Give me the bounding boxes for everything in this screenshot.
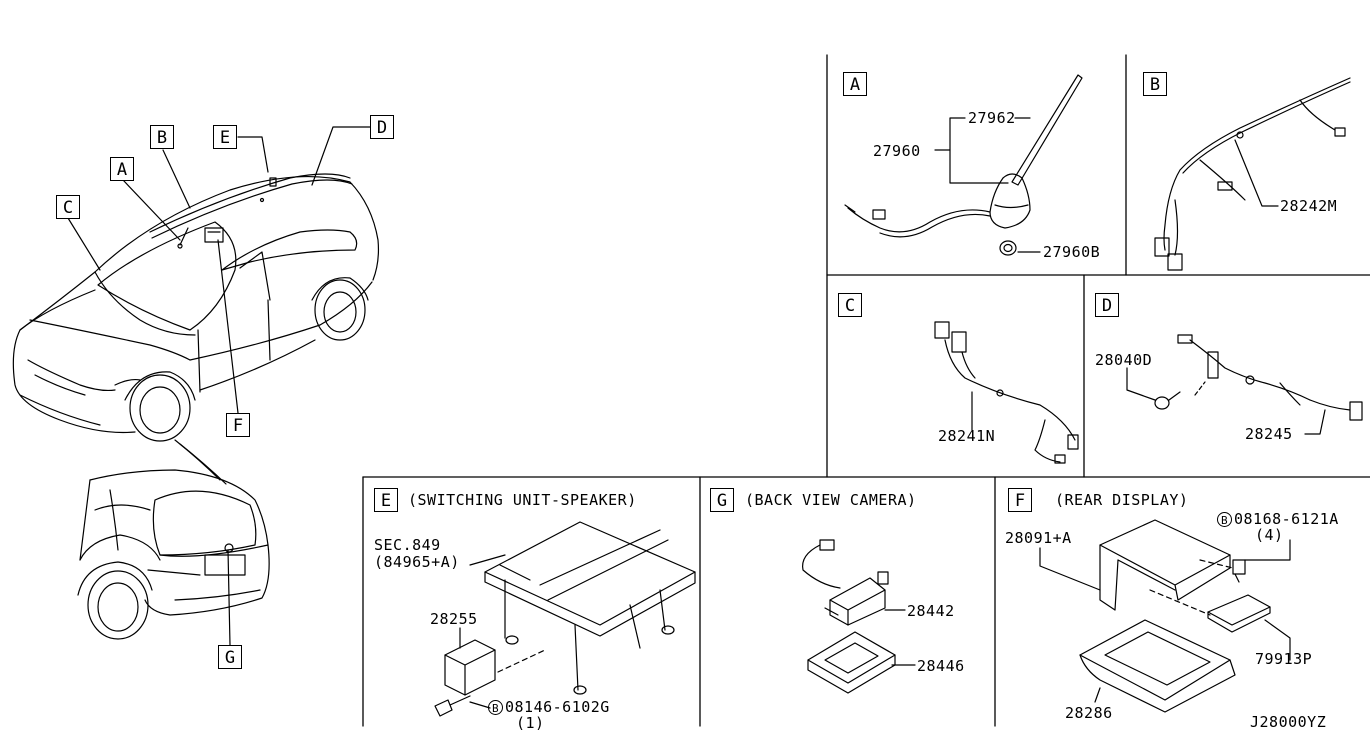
panel-f-leaders (1039, 539, 1291, 703)
callout-box-c[interactable]: C (56, 195, 80, 219)
vehicle-front-view (12, 173, 380, 442)
bolt-symbol-icon: B (1217, 512, 1232, 527)
part-number-28442: 28442 (907, 602, 955, 620)
rear-display-drawing (1079, 519, 1271, 713)
part-number-28091a: 28091+A (1005, 529, 1072, 547)
harness-b-drawing (1154, 77, 1351, 271)
harness-d-drawing (1154, 334, 1363, 421)
callout-box-e[interactable]: E (213, 125, 237, 149)
panel-a-letter: A (843, 72, 867, 96)
panel-d-leaders (1126, 367, 1326, 435)
callout-box-g[interactable]: G (218, 645, 242, 669)
sec-reference-part: (84965+A) (374, 553, 460, 571)
part-number-28286: 28286 (1065, 704, 1113, 722)
panel-a-leaders (934, 117, 1041, 253)
panel-e-letter: E (374, 488, 398, 512)
callout-box-d[interactable]: D (370, 115, 394, 139)
panel-c-letter: C (838, 293, 862, 317)
callout-box-b[interactable]: B (150, 125, 174, 149)
antenna-drawing (844, 74, 1083, 256)
diagram-id: J28000YZ (1250, 713, 1327, 731)
part-number-28446: 28446 (917, 657, 965, 675)
bolt-qty-f: (4) (1255, 526, 1284, 544)
panel-f-letter: F (1008, 488, 1032, 512)
callout-box-f[interactable]: F (226, 413, 250, 437)
callout-box-a[interactable]: A (110, 157, 134, 181)
panel-e-leaders (459, 554, 546, 709)
panel-e-title: (SWITCHING UNIT-SPEAKER) (408, 491, 637, 509)
panel-b-leaders (1234, 139, 1279, 207)
panel-b-letter: B (1143, 72, 1167, 96)
part-number-27962: 27962 (968, 109, 1016, 127)
panel-g-letter: G (710, 488, 734, 512)
panel-d-letter: D (1095, 293, 1119, 317)
bolt-qty-e: (1) (516, 714, 545, 732)
panel-f-title: (REAR DISPLAY) (1055, 491, 1189, 509)
part-number-28241n: 28241N (938, 427, 996, 445)
part-number-08168-6121a: 08168-6121A (1234, 510, 1339, 528)
part-number-28245: 28245 (1245, 425, 1293, 443)
part-number-28242m: 28242M (1280, 197, 1338, 215)
harness-c-drawing (934, 321, 1079, 464)
switching-unit-drawing (434, 521, 696, 717)
part-number-28255: 28255 (430, 610, 478, 628)
panel-g-leaders (884, 609, 916, 666)
part-number-08146-6102g: 08146-6102G (505, 698, 610, 716)
camera-drawing (802, 539, 896, 694)
part-number-27960: 27960 (873, 142, 921, 160)
bolt-symbol-icon: B (488, 700, 503, 715)
part-number-28040d: 28040D (1095, 351, 1153, 369)
sec-reference: SEC.849 (374, 536, 441, 554)
callout-leaders (67, 126, 371, 646)
part-number-27960b: 27960B (1043, 243, 1101, 261)
vehicle-rear-view (77, 439, 270, 640)
part-number-79913p: 79913P (1255, 650, 1313, 668)
panel-g-title: (BACK VIEW CAMERA) (745, 491, 917, 509)
panel-frame (362, 54, 1370, 727)
